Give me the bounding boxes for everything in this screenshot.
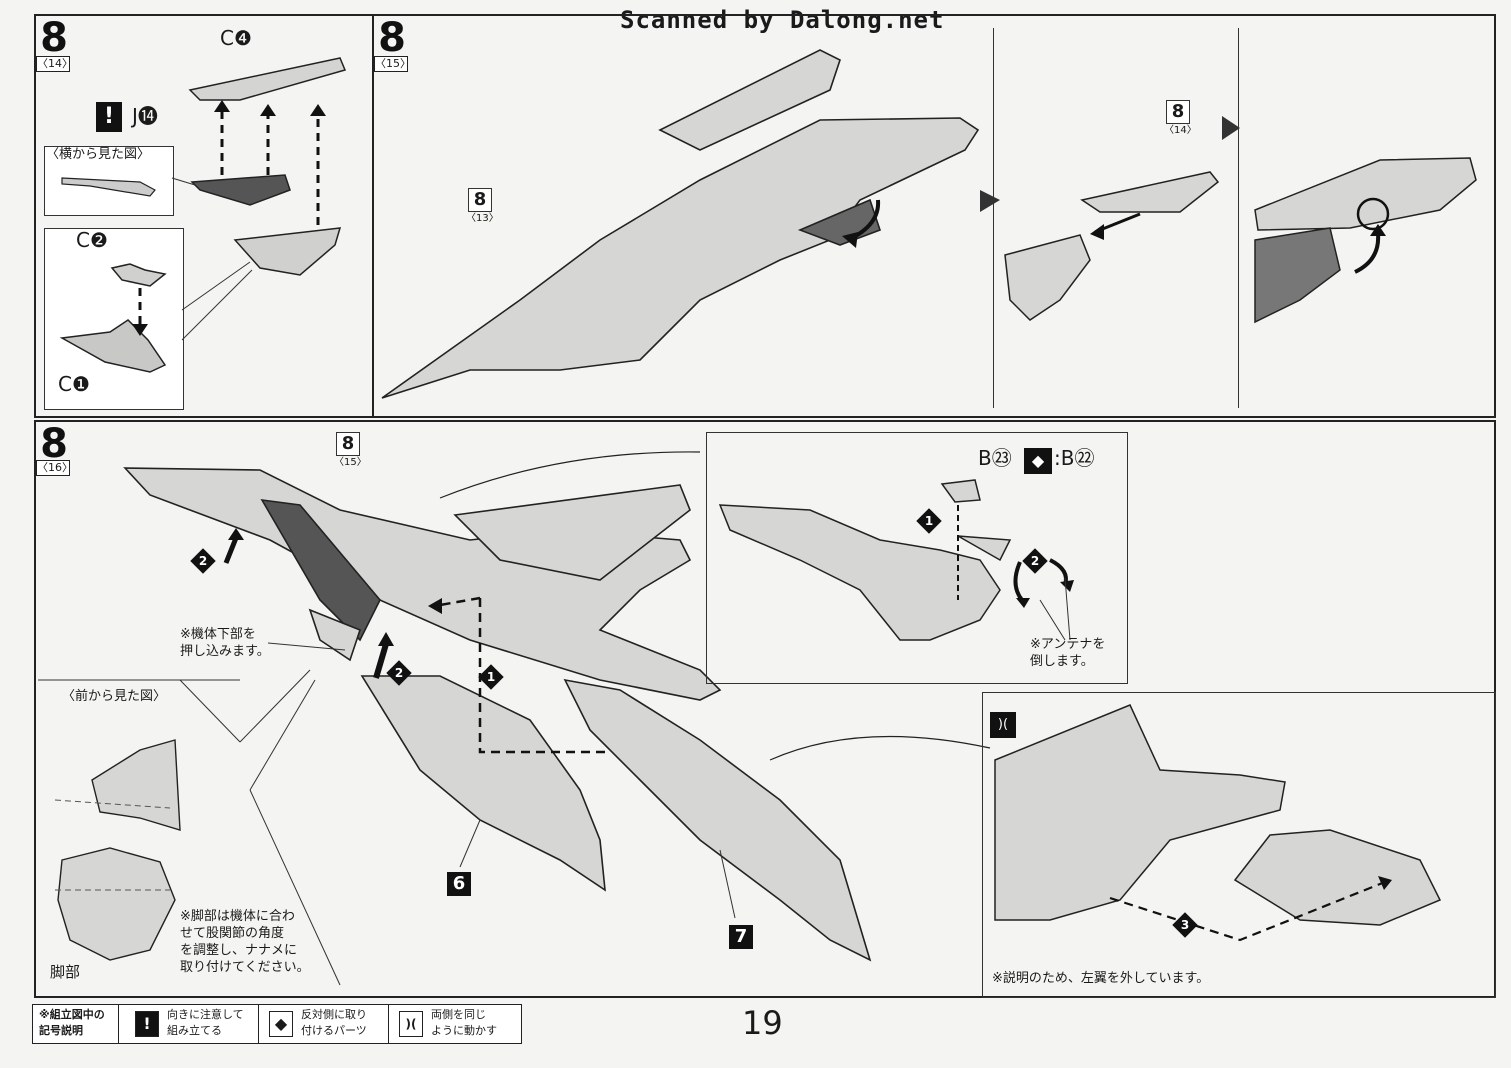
part-label-b22: :B㉒ <box>1054 446 1095 470</box>
opposite-side-icon: ◆ <box>1024 448 1052 474</box>
antenna-inset-box <box>706 432 1128 684</box>
step-marker-2: 2 <box>386 660 412 686</box>
step-number: 8 <box>378 15 406 61</box>
symmetric-move-icon: )( <box>990 712 1016 738</box>
arrow-heads <box>132 100 326 336</box>
aircraft-main-illustration <box>381 49 980 399</box>
part-c-lower-illustration <box>233 227 342 276</box>
step-marker-2: 2 <box>190 548 216 574</box>
ref-label: 〈13〉 <box>466 213 499 224</box>
step-reference: 〈16〉 <box>36 460 73 476</box>
part-c2-illustration <box>110 263 167 287</box>
page-number: 19 <box>742 1004 783 1042</box>
wing-note: ※説明のため、左翼を外しています。 <box>992 971 1210 986</box>
leg-part-6-illustration <box>360 675 606 892</box>
legend-item: )( 両側を同じ ように動かす <box>388 1004 522 1044</box>
step-reference: 〈14〉 <box>36 56 73 72</box>
watermark: Scanned by Dalong.net <box>620 6 945 34</box>
leg-label: 脚部 <box>50 963 81 981</box>
symmetric-move-icon: )( <box>399 1011 423 1037</box>
inset-illustration-1 <box>1004 171 1220 321</box>
caution-icon: ! <box>96 102 122 132</box>
step-8-15-panel <box>372 14 1496 418</box>
part-c1-illustration <box>59 319 167 373</box>
aircraft-step16-illustration <box>123 467 722 701</box>
ref-box: 8 <box>336 432 360 456</box>
ref-box: 8 <box>1166 100 1190 124</box>
ref-box: 8 <box>468 188 492 212</box>
legend-item: ! 向きに注意して 組み立てる <box>118 1004 260 1044</box>
leg-part-7-illustration <box>563 678 872 962</box>
flow-arrow-icon <box>980 190 1000 212</box>
legend-text: 向きに注意して 組み立てる <box>167 1008 244 1037</box>
part-label-c1: C❶ <box>58 372 90 396</box>
step-number: 8 <box>40 15 68 61</box>
part-j14-illustration <box>190 174 291 206</box>
legend-item: ◆ 反対側に取り 付けるパーツ <box>258 1004 390 1044</box>
legend-title-box: ※組立図中の 記号説明 <box>32 1004 120 1044</box>
divider <box>1238 28 1239 408</box>
assembly-arrows <box>138 108 320 326</box>
step-reference: 〈15〉 <box>374 56 411 72</box>
part-number-6: 6 <box>447 872 471 896</box>
underside-note: ※機体下部を 押し込みます。 <box>180 627 270 659</box>
part-label-c2: C❷ <box>76 228 108 252</box>
ref-label: 〈14〉 <box>1164 125 1197 136</box>
legend-title: ※組立図中の 記号説明 <box>39 1008 105 1037</box>
caution-icon: ! <box>135 1011 159 1037</box>
inset-illustration-2 <box>1254 157 1477 324</box>
part-label-j14: J⓮ <box>132 104 158 128</box>
part-label-c4: C❹ <box>220 26 252 50</box>
wing-inset-box <box>982 692 1496 998</box>
opposite-side-icon: ◆ <box>269 1011 293 1037</box>
front-view-label: 〈前から見た図〉 <box>62 689 167 704</box>
legend-text: 両側を同じ ように動かす <box>431 1008 497 1037</box>
step-number: 8 <box>40 421 68 467</box>
antenna-note: ※アンテナを 倒します。 <box>1030 637 1106 669</box>
flow-arrow-icon <box>1222 116 1240 140</box>
leg-note: ※脚部は機体に合わ せて股関節の角度 を調整し、ナナメに 取り付けてください。 <box>180 909 310 975</box>
part-number-7: 7 <box>729 925 753 949</box>
legend-text: 反対側に取り 付けるパーツ <box>301 1008 367 1037</box>
wing-inset-illustration <box>994 704 1442 926</box>
ref-label: 〈15〉 <box>334 457 367 468</box>
divider <box>993 28 994 408</box>
parts-detail-box <box>44 228 184 410</box>
side-view-label: 〈横から見た図〉 <box>46 147 151 162</box>
antenna-inset-illustration <box>718 479 1012 641</box>
part-side-view-illustration <box>61 177 156 197</box>
part-label-b23: B㉓ <box>978 446 1012 470</box>
step-marker-1: 1 <box>478 664 504 690</box>
part-c4-illustration <box>188 57 347 101</box>
